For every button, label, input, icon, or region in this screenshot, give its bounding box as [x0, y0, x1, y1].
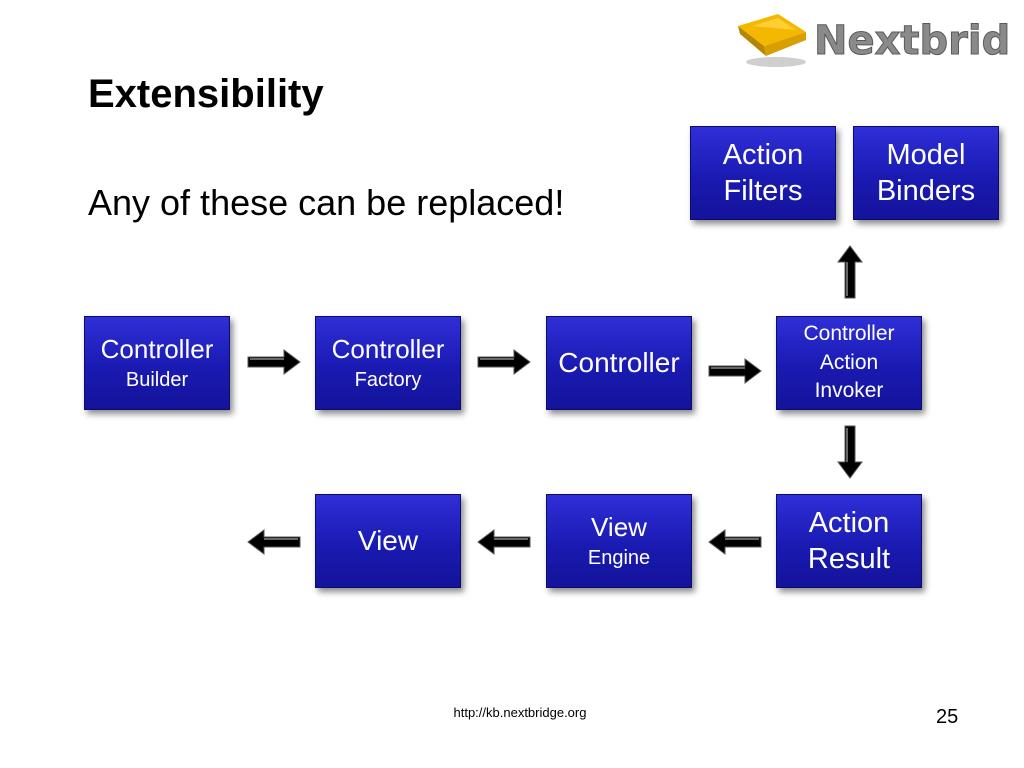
model-binders-label-1: Model [886, 138, 966, 171]
action-filters-box: Action Filters [690, 126, 836, 220]
controller-builder-label-2: Builder [125, 368, 189, 391]
controller-factory-label-2: Factory [354, 368, 422, 391]
controller-factory-label-1: Controller [331, 334, 445, 365]
left-arrow-icon [477, 529, 531, 555]
view-engine-label-2: Engine [587, 546, 651, 569]
controller-factory-box: Controller Factory [315, 316, 461, 410]
action-filters-label-2: Filters [723, 175, 803, 207]
logo-emblem-icon [738, 14, 806, 67]
controller-action-invoker-label-2: Action [819, 350, 879, 374]
nextbridge-logo: Nextbridge [738, 14, 1010, 67]
left-arrow-icon [708, 529, 762, 555]
slide-subtitle: Any of these can be replaced! [88, 182, 565, 223]
model-binders-box: Model Binders [853, 126, 999, 220]
controller-action-invoker-label-3: Invoker [814, 379, 884, 403]
footer-url[interactable]: http://kb.nextbridge.org [453, 705, 587, 720]
right-arrow-icon [247, 349, 301, 375]
up-arrow-icon [837, 245, 863, 299]
view-box: View [315, 494, 461, 588]
page-number: 25 [936, 706, 959, 728]
view-engine-label-1: View [591, 512, 647, 543]
action-result-label-1: Action [808, 506, 890, 539]
controller-label: Controller [558, 347, 680, 379]
action-result-box: Action Result [776, 494, 922, 588]
controller-builder-box: Controller Builder [84, 316, 230, 410]
slide-title: Extensibility [88, 72, 324, 116]
controller-action-invoker-label-1: Controller [803, 322, 895, 346]
model-binders-label-2: Binders [876, 175, 976, 207]
controller-action-invoker-box: Controller Action Invoker [776, 316, 922, 410]
action-filters-label-1: Action [722, 138, 804, 171]
right-arrow-icon [708, 358, 762, 384]
left-arrow-icon [247, 529, 301, 555]
controller-builder-label-1: Controller [100, 334, 214, 365]
logo-text: Nextbridge [814, 18, 1010, 64]
down-arrow-icon [837, 425, 863, 479]
action-result-label-2: Result [807, 543, 891, 575]
view-label: View [357, 525, 419, 557]
right-arrow-icon [477, 349, 531, 375]
view-engine-box: View Engine [546, 494, 692, 588]
controller-box: Controller [546, 316, 692, 410]
